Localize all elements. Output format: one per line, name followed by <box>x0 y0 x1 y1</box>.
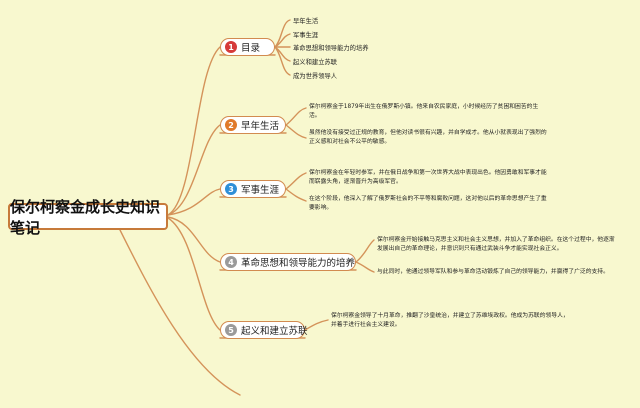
note-revolution-2: 与此同时，他通过领导军队和参与革命活动锻炼了自己的领导能力，并赢得了广泛的支持。 <box>377 269 609 275</box>
branch-label: 军事生涯 <box>241 185 280 196</box>
note-uprising-1: 保尔柯察金领导了十月革命，推翻了沙皇统治，并建立了苏维埃政权。他成为苏联的领导人… <box>331 313 569 328</box>
toc-item[interactable]: 成为世界领导人 <box>293 73 338 80</box>
note-early-life-2: 虽然他没有接受过正规的教育，但他对读书很有兴趣，并自学成才。他从小就表现出了强烈… <box>309 130 547 145</box>
number-badge-2: 2 <box>225 119 237 131</box>
branch-label: 起义和建立苏联 <box>241 326 308 337</box>
branch-toc[interactable]: 1 目录 <box>220 38 275 56</box>
branch-early-life[interactable]: 2 早年生活 <box>220 116 286 134</box>
number-badge-3: 3 <box>225 183 237 195</box>
toc-item[interactable]: 军事生涯 <box>293 32 319 39</box>
branch-uprising-soviet[interactable]: 5 起义和建立苏联 <box>220 321 308 339</box>
note-military-1: 保尔柯察金在年轻时参军，并在俄日战争和第一次世界大战中表现出色。他因勇敢和军事才… <box>309 170 547 185</box>
branch-military-career[interactable]: 3 军事生涯 <box>220 180 286 198</box>
mindmap-root-title[interactable]: 保尔柯察金成长史知识笔记 <box>8 198 168 237</box>
toc-item[interactable]: 革命思想和领导能力的培养 <box>293 45 369 52</box>
branch-label: 早年生活 <box>241 121 280 132</box>
toc-item[interactable]: 起义和建立苏联 <box>293 59 338 66</box>
note-revolution-1: 保尔柯察金开始接触马克思主义和社会主义思想，并加入了革命组织。在这个过程中，他逐… <box>377 237 615 252</box>
toc-item[interactable]: 早年生活 <box>293 18 319 25</box>
note-early-life-1: 保尔柯察金于1879年出生在俄罗斯小镇。他来自农民家庭，小时候经历了贫困和困苦的… <box>309 104 539 119</box>
number-badge-1: 1 <box>225 41 237 53</box>
note-military-2: 在这个阶段，他深入了解了俄罗斯社会的不平等和腐败问题，这对他以后的革命思想产生了… <box>309 196 547 211</box>
number-badge-5: 5 <box>225 324 237 336</box>
branch-label: 革命思想和领导能力的培养 <box>241 258 356 269</box>
branch-label: 目录 <box>241 43 261 54</box>
branch-revolution-leadership[interactable]: 4 革命思想和领导能力的培养 <box>220 253 356 271</box>
number-badge-4: 4 <box>225 256 237 268</box>
